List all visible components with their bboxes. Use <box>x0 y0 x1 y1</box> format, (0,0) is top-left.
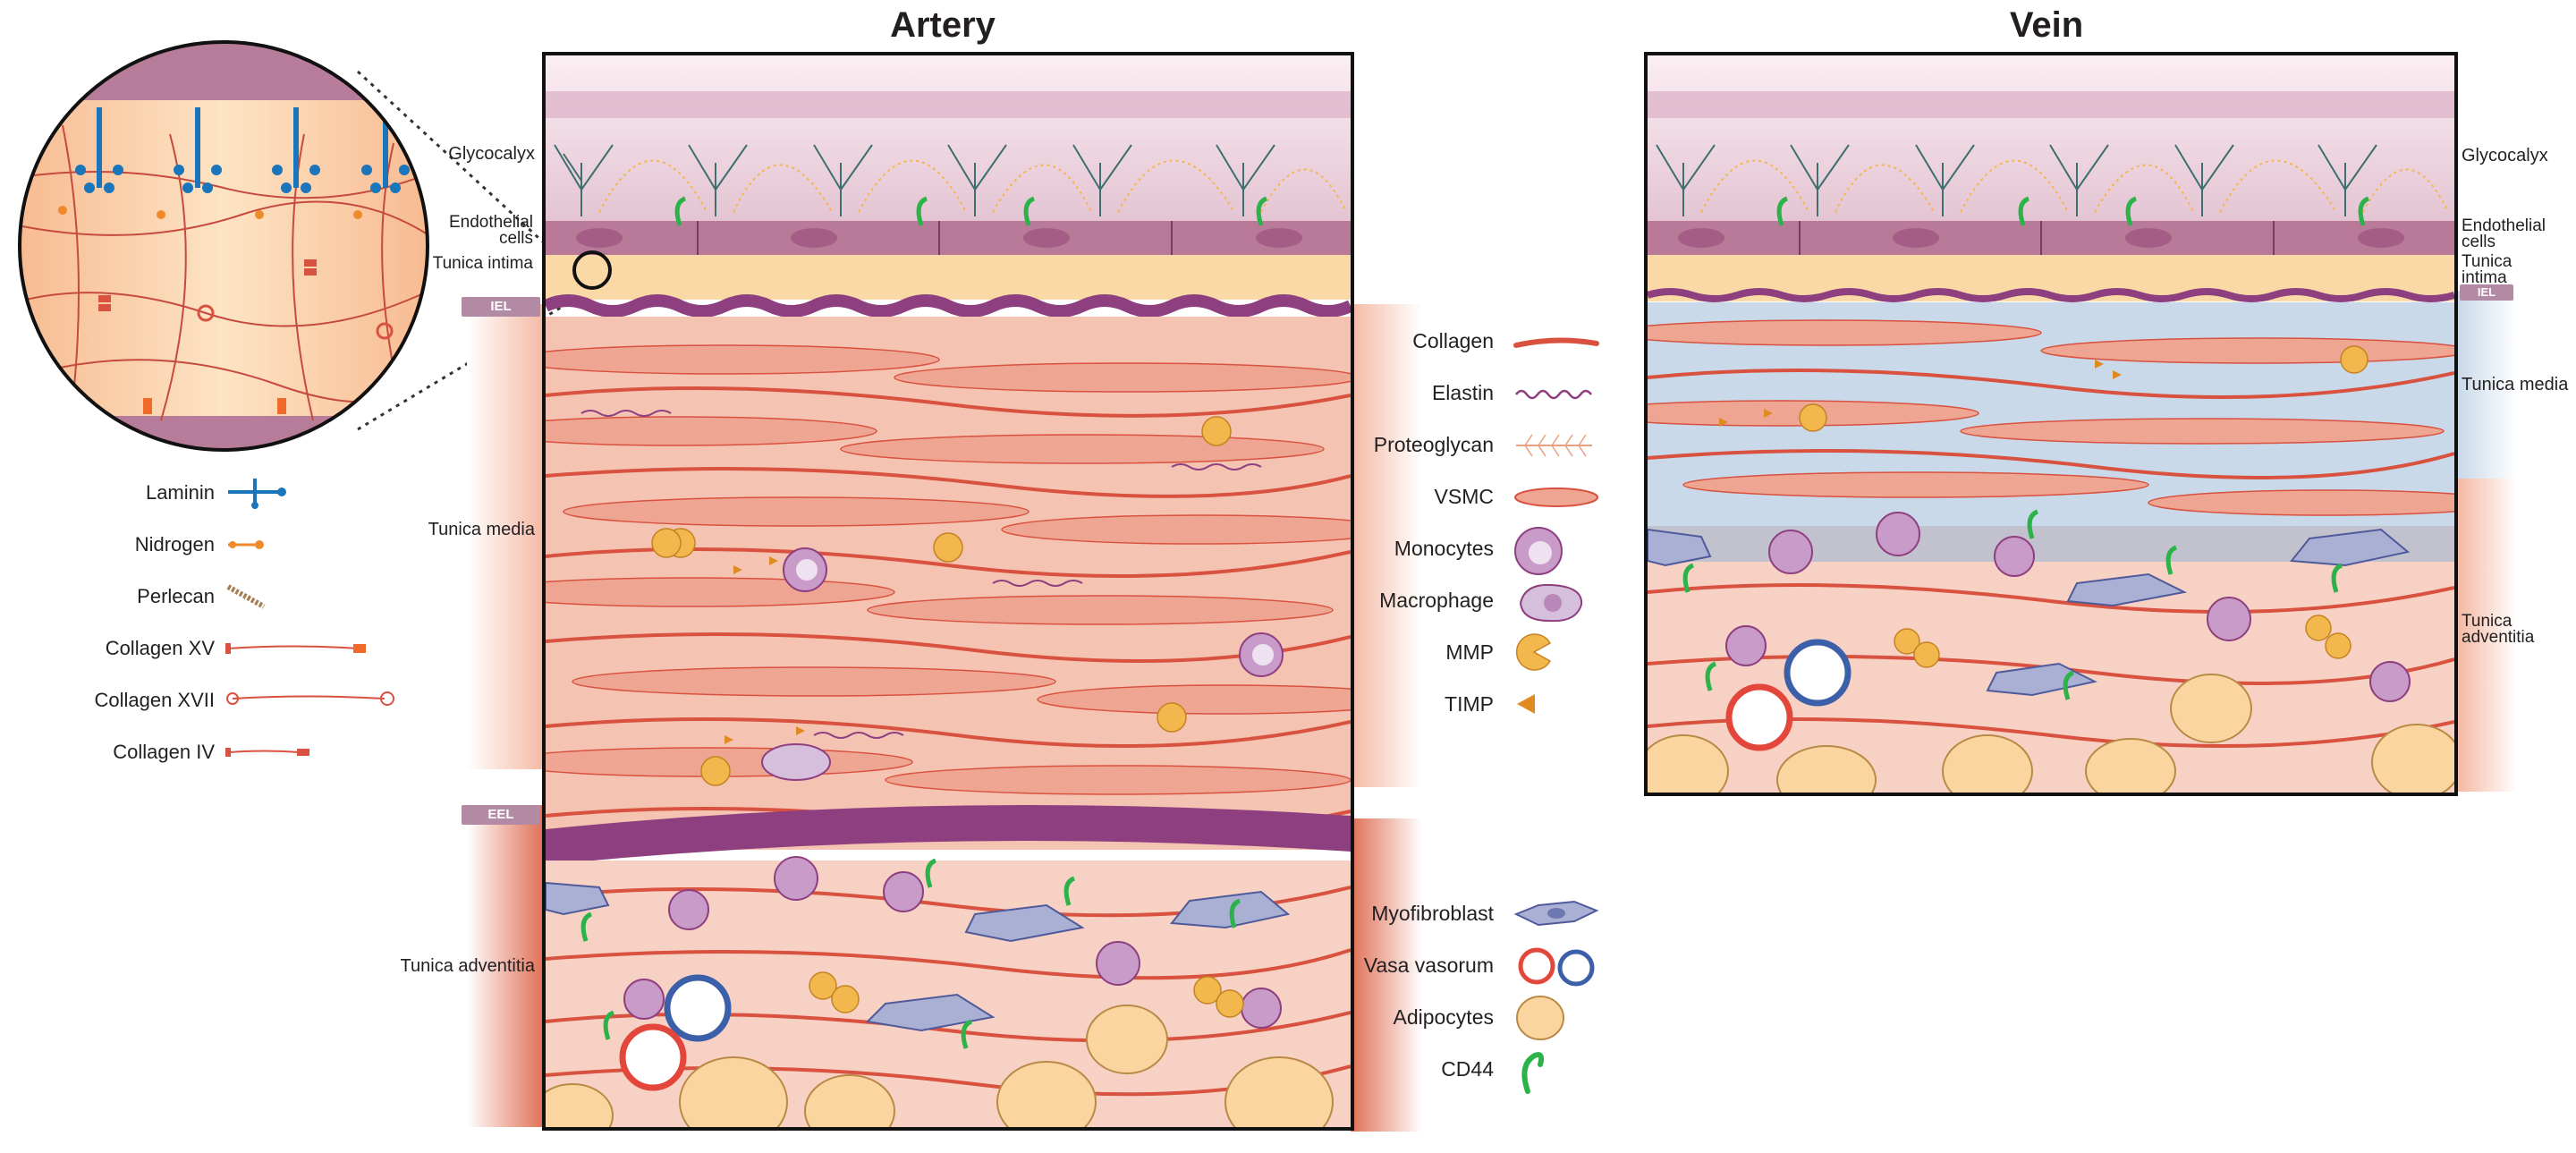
collagen-xv-icon <box>225 643 366 654</box>
adipocytes-label: Adipocytes <box>1393 1005 1494 1029</box>
proteoglycan-label: Proteoglycan <box>1373 433 1494 456</box>
adipocyte-icon <box>1516 996 1564 1040</box>
artery-media-bar <box>467 304 544 769</box>
perlecan-icon <box>226 584 266 609</box>
basement-membrane-zoom <box>9 36 438 456</box>
vein-media-label: Tunica media <box>2462 375 2569 394</box>
laminin-icon <box>228 479 286 509</box>
collagen-label: Collagen <box>1412 329 1494 352</box>
artery-intima-label: Tunica intima <box>432 254 533 273</box>
artery-panel <box>542 52 1354 1131</box>
collagen-iv-icon <box>225 748 309 757</box>
vsmc-label: VSMC <box>1434 485 1494 508</box>
vein-media-bar <box>2458 291 2517 479</box>
macrophage-label: Macrophage <box>1379 589 1494 612</box>
timp-label: TIMP <box>1445 692 1494 716</box>
collagen-xv-label: Collagen XV <box>105 637 215 659</box>
cd44-icon <box>1521 1052 1545 1094</box>
cd44-label: CD44 <box>1441 1057 1494 1081</box>
artery-media-bar-right <box>1351 304 1422 787</box>
vein-adventitia-label: Tunica adventitia <box>2462 612 2535 647</box>
elastin-icon <box>1515 389 1592 400</box>
artery-adventitia-label: Tunica adventitia <box>400 956 535 976</box>
vasa-vasorum-icon <box>1518 947 1595 987</box>
vein-title: Vein <box>2009 5 2084 45</box>
nidrogen-icon <box>228 540 264 549</box>
vein-iel-label: IEL <box>2460 284 2513 301</box>
artery-adventitia-bar-right <box>1351 818 1422 1132</box>
artery-glycocalyx-label: Glycocalyx <box>448 144 535 164</box>
mmp-icon <box>1516 633 1552 671</box>
collagen-xvii-label: Collagen XVII <box>94 689 215 711</box>
artery-iel-label: IEL <box>462 297 540 317</box>
artery-media-label: Tunica media <box>428 520 535 539</box>
vein-adventitia-bar <box>2458 479 2517 792</box>
monocyte-icon <box>1514 527 1563 575</box>
nidrogen-label: Nidrogen <box>134 533 215 555</box>
basement-legend: Laminin Nidrogen Perlecan Collagen XV Co… <box>54 474 411 769</box>
perlecan-label: Perlecan <box>137 585 215 607</box>
artery-adventitia-bar <box>467 805 544 1127</box>
vein-endothelial-label: Endothelial cells <box>2462 216 2546 251</box>
timp-icon <box>1517 694 1535 714</box>
vein-glycocalyx-label: Glycocalyx <box>2462 146 2548 165</box>
artery-eel-label: EEL <box>462 805 540 825</box>
vsmc-icon <box>1514 487 1598 507</box>
artery-endothelial-label: Endothelial cells <box>448 213 533 248</box>
mmp-label: MMP <box>1445 640 1494 664</box>
macrophage-icon <box>1519 583 1583 623</box>
myofibroblast-label: Myofibroblast <box>1371 902 1494 925</box>
monocytes-label: Monocytes <box>1394 537 1494 560</box>
myofibroblast-icon <box>1513 900 1599 927</box>
artery-title: Artery <box>890 5 996 45</box>
laminin-label: Laminin <box>145 481 215 504</box>
vein-intima-label: Tunica intima <box>2462 252 2512 287</box>
vasa-vasorum-label: Vasa vasorum <box>1363 954 1494 977</box>
collagen-xvii-icon <box>226 691 394 706</box>
main-legend-lower: Myofibroblast Vasa vasorum Adipocytes CD… <box>1342 886 1628 1118</box>
main-legend-upper: Collagen Elastin Proteoglycan VSMC Monoc… <box>1342 322 1628 733</box>
vein-panel <box>1644 52 2458 796</box>
proteoglycan-icon <box>1516 434 1592 457</box>
collagen-iv-label: Collagen IV <box>113 741 215 763</box>
collagen-icon <box>1513 337 1599 348</box>
elastin-label: Elastin <box>1431 381 1494 404</box>
